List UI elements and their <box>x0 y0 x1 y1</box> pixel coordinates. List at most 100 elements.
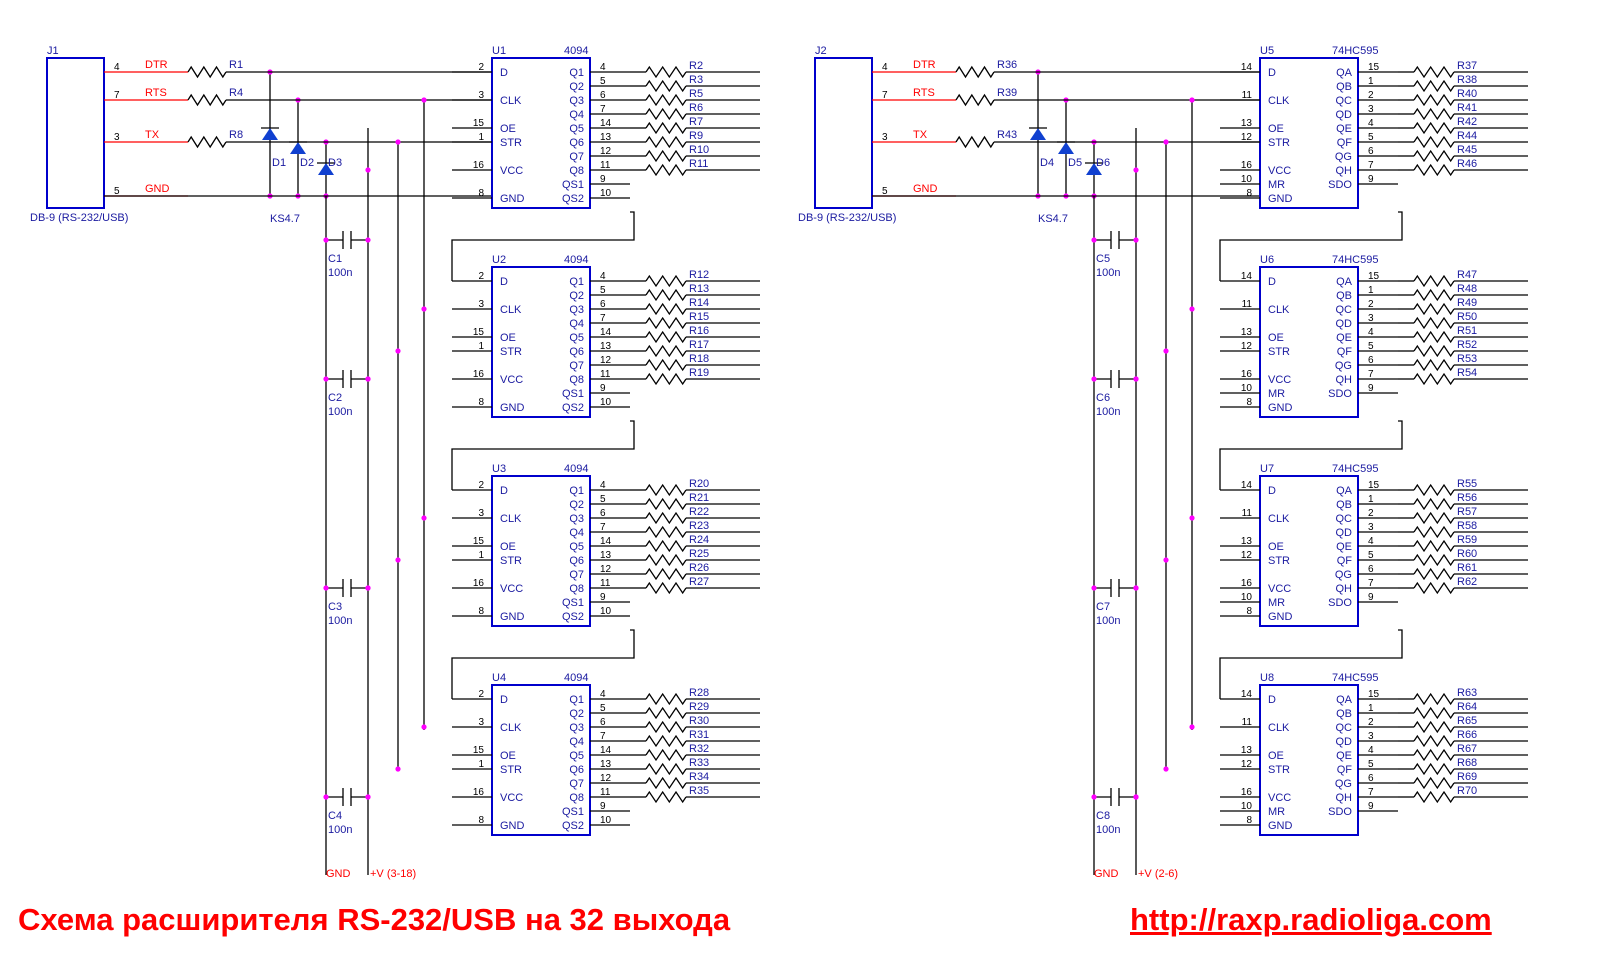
pin-number: 7 <box>600 104 606 115</box>
pin-name: D <box>1268 694 1276 706</box>
pin-number: 5 <box>1368 132 1374 143</box>
cap-ref: C2 <box>328 392 342 404</box>
pin-number: 15 <box>1368 271 1380 282</box>
pin-name: Q3 <box>569 722 584 734</box>
pin-name: OE <box>500 750 516 762</box>
pin-number: 14 <box>600 327 612 338</box>
pin-name: QS2 <box>562 611 584 623</box>
pin-number: 1 <box>478 341 484 352</box>
resistor-R53 <box>1413 358 1455 372</box>
pin-number: 10 <box>1241 383 1253 394</box>
resistor-label: R30 <box>689 715 709 727</box>
pin-name: QH <box>1336 792 1353 804</box>
pin-name: Q5 <box>569 750 584 762</box>
pin-number: 5 <box>600 494 606 505</box>
resistor-R38 <box>1413 79 1455 93</box>
connector-ref: J2 <box>815 45 827 57</box>
junction-dot <box>323 376 329 382</box>
resistor-label: R48 <box>1457 283 1477 295</box>
resistor-R15 <box>645 316 687 330</box>
pin-number: 7 <box>1368 369 1374 380</box>
pin-number: 8 <box>478 815 484 826</box>
resistor-R6 <box>645 107 687 121</box>
diode-label: D1 <box>272 157 286 169</box>
pin-number: 11 <box>600 578 611 589</box>
pin-number: 1 <box>1368 285 1374 296</box>
junction-dot <box>1163 557 1169 563</box>
pin-number: 15 <box>473 327 485 338</box>
resistor-R23 <box>645 525 687 539</box>
pin-number: 5 <box>1368 550 1374 561</box>
pin-name: QS2 <box>562 402 584 414</box>
gnd-rail-label: GND <box>1094 868 1119 880</box>
resistor-label: R11 <box>689 158 708 170</box>
pin-name: D <box>500 276 508 288</box>
caption-url[interactable]: http://raxp.radioliga.com <box>1130 902 1492 937</box>
connector-type: DB-9 (RS-232/USB) <box>30 212 128 224</box>
resistor-R41 <box>1413 107 1455 121</box>
pin-name: MR <box>1268 806 1285 818</box>
resistor-label: R39 <box>997 87 1017 99</box>
pin-number: 8 <box>478 397 484 408</box>
pin-name: CLK <box>500 513 522 525</box>
pin-name: STR <box>500 764 522 776</box>
junction-dot <box>323 585 329 591</box>
pin-name: GND <box>1268 193 1293 205</box>
junction-dot <box>395 766 401 772</box>
resistor-label: R55 <box>1457 478 1477 490</box>
resistor-label: R34 <box>689 771 709 783</box>
cap-value: 100n <box>328 406 352 418</box>
resistor-label: R54 <box>1457 367 1477 379</box>
chip-type: 74HC595 <box>1332 254 1378 266</box>
resistor-R4 <box>187 93 227 107</box>
resistor-label: R2 <box>689 60 703 72</box>
pin-number: 16 <box>1241 578 1253 589</box>
resistor-R28 <box>645 692 687 706</box>
cap-value: 100n <box>328 824 352 836</box>
resistor-R5 <box>645 93 687 107</box>
junction-dot <box>365 794 371 800</box>
pin-number: 12 <box>600 564 612 575</box>
resistor-label: R20 <box>689 478 709 490</box>
pin-name: QS2 <box>562 820 584 832</box>
resistor-label: R50 <box>1457 311 1477 323</box>
cascade-wire <box>1219 420 1403 490</box>
pin-name: QS2 <box>562 193 584 205</box>
resistor-R52 <box>1413 344 1455 358</box>
chip-ref: U5 <box>1260 45 1274 57</box>
chip-ref: U7 <box>1260 463 1274 475</box>
pin-number: 7 <box>1368 787 1374 798</box>
pin-name: Q2 <box>569 499 584 511</box>
resistor-R24 <box>645 539 687 553</box>
chip-U1 <box>491 57 591 209</box>
pin-name: STR <box>1268 346 1290 358</box>
resistor-label: R43 <box>997 129 1017 141</box>
pin-number: 6 <box>600 717 606 728</box>
vcc-rail-label: +V (2-6) <box>1138 868 1178 880</box>
pin-name: QG <box>1335 151 1352 163</box>
resistor-label: R68 <box>1457 757 1477 769</box>
resistor-label: R69 <box>1457 771 1477 783</box>
pin-name: Q1 <box>569 485 584 497</box>
junction-dot <box>1163 766 1169 772</box>
junction-dot <box>1189 306 1195 312</box>
resistor-label: R32 <box>689 743 709 755</box>
pin-number: 12 <box>600 773 612 784</box>
pin-name: QD <box>1336 318 1353 330</box>
pin-name: QG <box>1335 360 1352 372</box>
cap-value: 100n <box>1096 267 1120 279</box>
resistor-label: R23 <box>689 520 709 532</box>
pin-name: QF <box>1337 346 1353 358</box>
signal-name: DTR <box>145 59 168 71</box>
pin-number: 13 <box>600 341 612 352</box>
resistor-R12 <box>645 274 687 288</box>
junction-dot <box>421 97 427 103</box>
pin-name: VCC <box>500 374 523 386</box>
connector-J1 <box>46 57 105 209</box>
junction-dot <box>1133 585 1139 591</box>
resistor-label: R6 <box>689 102 703 114</box>
cap-value: 100n <box>328 615 352 627</box>
pin-number: 16 <box>1241 160 1253 171</box>
resistor-label: R18 <box>689 353 709 365</box>
pin-number: 14 <box>600 536 612 547</box>
